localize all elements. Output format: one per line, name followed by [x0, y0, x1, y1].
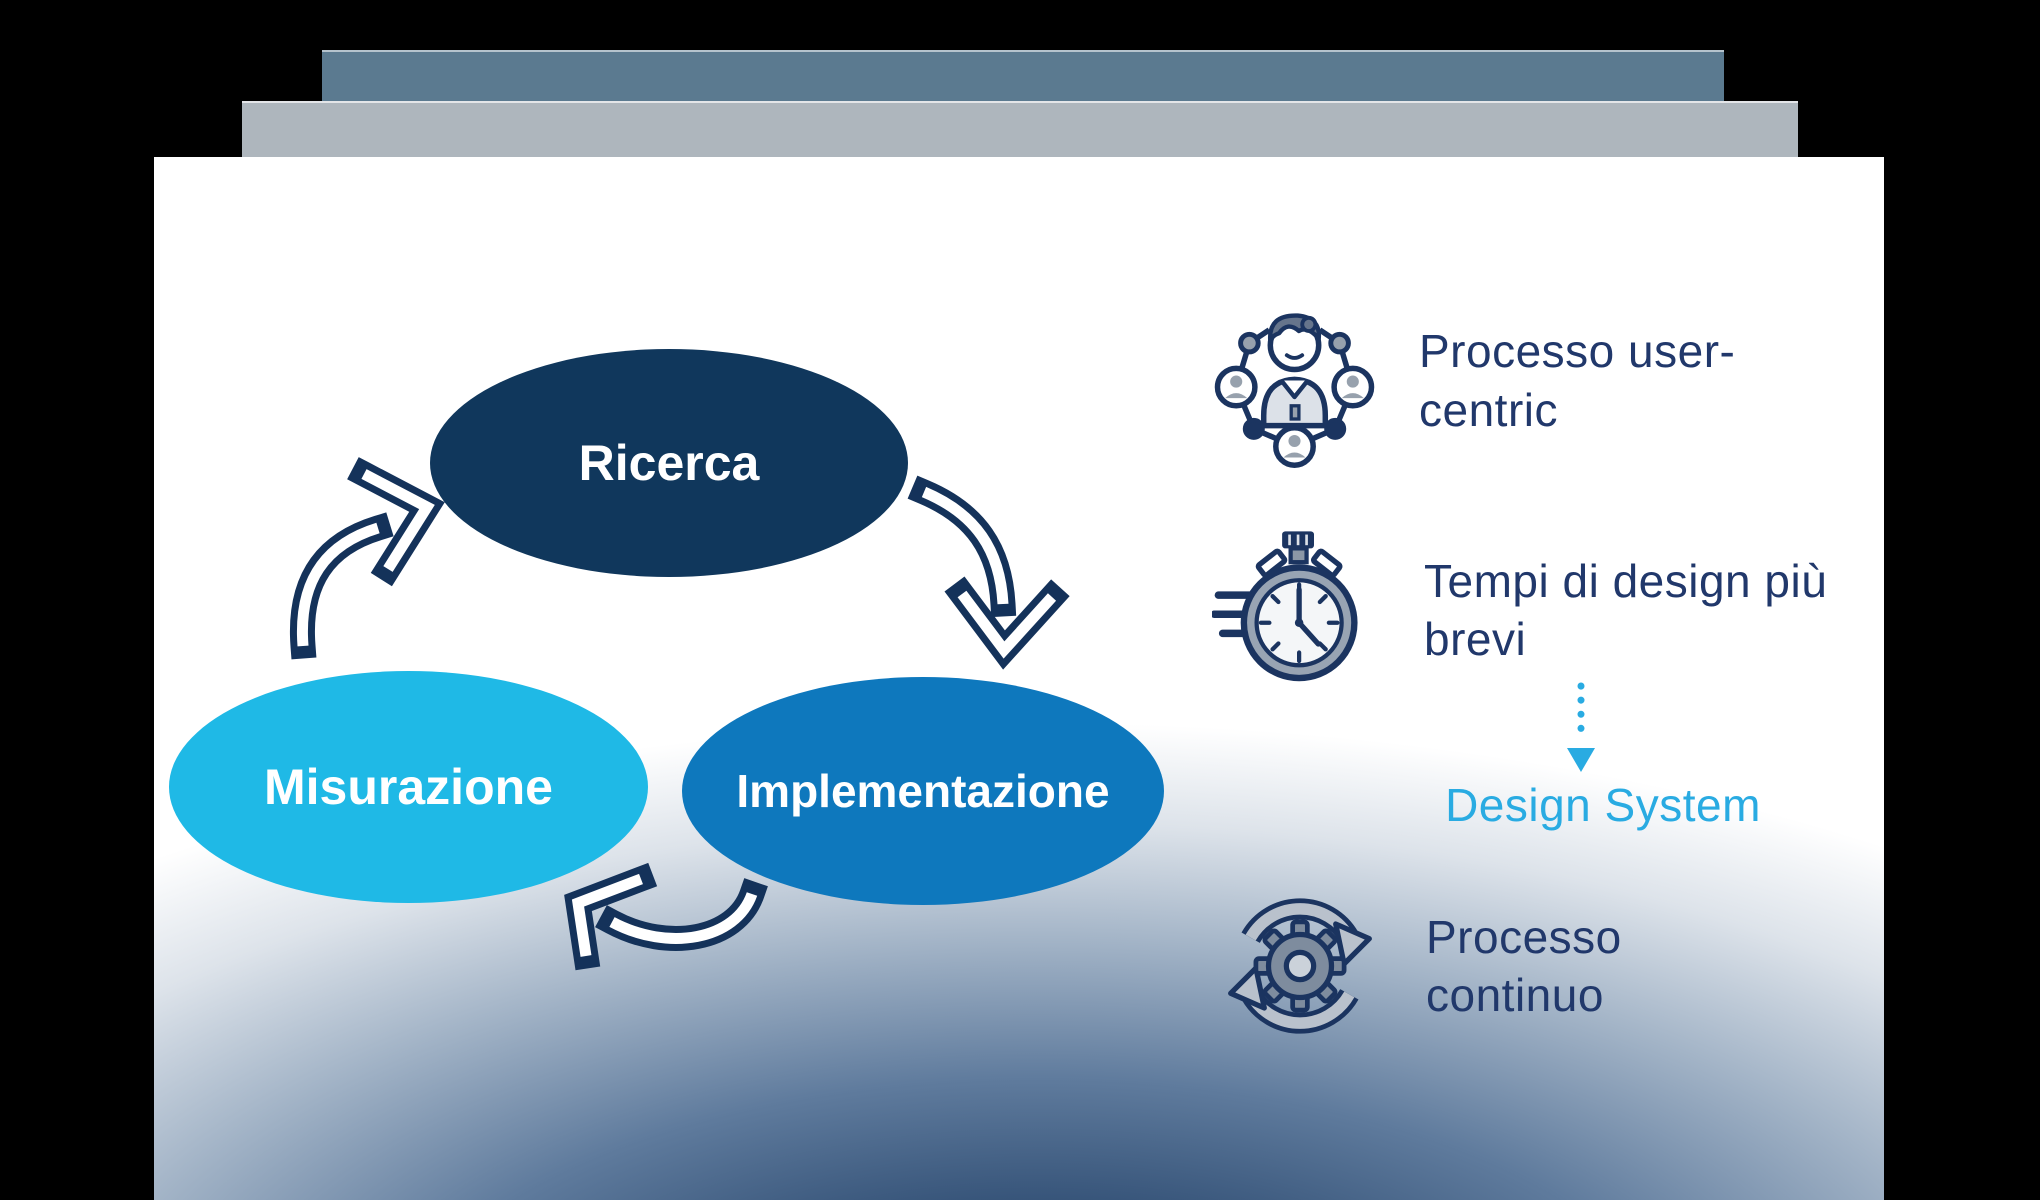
benefit-label: Processo user-centric [1419, 325, 1736, 436]
gear [1253, 919, 1347, 1013]
network-member-right [1331, 365, 1375, 409]
network-member-bottom [1273, 425, 1316, 468]
continuous-cycle-icon [1228, 898, 1372, 1034]
stopwatch-icon [1212, 531, 1358, 682]
header-bar-front [322, 50, 1724, 105]
cycle-node-label: Implementazione [736, 765, 1110, 817]
cycle-node-implementazione: Implementazione [682, 677, 1164, 905]
benefit-row-user-centric: Processo user-centric [1212, 288, 1749, 473]
cycle-node-misurazione: Misurazione [169, 671, 648, 903]
header-bar-back [242, 101, 1798, 159]
clock-hands [1296, 587, 1321, 647]
central-person [1260, 313, 1329, 429]
cycle-node-label: Ricerca [578, 435, 760, 491]
benefit-label: Processo continuo [1426, 910, 1622, 1021]
benefit-row-design-times: Tempi di design più brevi [1212, 520, 1839, 700]
design-system-label: Design System [1445, 779, 1761, 831]
cycle-node-ricerca: Ricerca [430, 349, 908, 577]
benefit-label: Tempi di design più brevi [1424, 554, 1828, 665]
user-network-icon [1214, 313, 1375, 468]
benefit-row-continuous: Processo continuo [1216, 876, 1706, 1056]
cycle-node-label: Misurazione [264, 759, 553, 815]
cycle-arcs [1228, 898, 1372, 1034]
network-member-left [1214, 365, 1258, 409]
